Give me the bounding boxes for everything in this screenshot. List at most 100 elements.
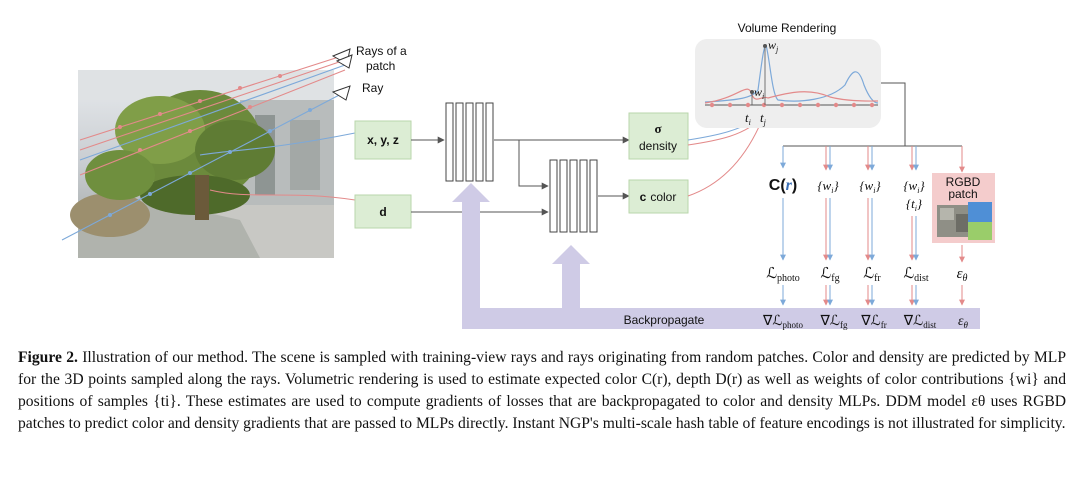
grad-fg: ∇ℒfg	[820, 314, 848, 330]
grad-fg-subscript: fg	[840, 320, 848, 330]
volume-rendering-title: Volume Rendering	[738, 21, 837, 35]
grad-photo-symbol: ℒ	[772, 314, 782, 329]
expected-color-r: r	[786, 177, 793, 194]
color-mlp	[549, 159, 598, 233]
position-input-box	[354, 120, 412, 160]
grad-photo-subscript: photo	[782, 320, 803, 330]
grad-dist: ∇ℒdist	[903, 314, 937, 330]
loss-fr: ℒfr	[863, 266, 881, 284]
grad-fr-nabla: ∇	[860, 314, 871, 329]
grad-ddm: εθ	[958, 314, 969, 330]
color-text: color	[650, 190, 676, 204]
rays	[61, 54, 356, 241]
ddm-model: εθ	[957, 266, 968, 284]
patch-camera-icon	[331, 48, 353, 69]
grad-dist-nabla: ∇	[903, 314, 914, 329]
loss-fr-subscript: fr	[874, 273, 881, 284]
positions-set-close: }	[917, 196, 923, 211]
loss-dist-symbol: ℒ	[903, 266, 914, 282]
grad-fr-symbol: ℒ	[871, 314, 881, 329]
tj-label: tj	[760, 110, 767, 127]
grad-ddm-epsilon: ε	[958, 314, 964, 329]
loss-photo-symbol: ℒ	[766, 266, 777, 282]
ddm-epsilon: ε	[957, 266, 963, 282]
loss-photo: ℒphoto	[766, 266, 800, 284]
tj-symbol: t	[760, 110, 764, 125]
ddm-theta: θ	[963, 273, 968, 284]
grad-ddm-theta: θ	[964, 320, 969, 330]
grad-dist-symbol: ℒ	[913, 314, 923, 329]
grad-dist-subscript: dist	[923, 320, 937, 330]
expected-color-label: C(r)	[769, 177, 797, 194]
rgbd-label-2: patch	[948, 187, 977, 201]
weights-set-1: {wi}	[817, 178, 839, 195]
weights-set-1-open: {w	[817, 178, 831, 193]
volume-rendering-plot	[704, 44, 879, 108]
density-mlp	[445, 102, 494, 182]
rgbd-label: RGBD	[946, 175, 981, 189]
weights-set-3-close: }	[919, 178, 925, 193]
volume-rendering-panel	[695, 39, 881, 128]
sigma-symbol: σ	[654, 121, 661, 136]
ray-camera-icon	[331, 85, 351, 101]
loss-dist: ℒdist	[903, 266, 928, 284]
loss-fg: ℒfg	[820, 266, 839, 284]
direction-input-label: d	[379, 205, 386, 219]
ti-subscript: i	[749, 118, 751, 127]
direction-input-box	[354, 194, 412, 229]
ray-label: Ray	[362, 81, 383, 95]
backpropagate-label: Backpropagate	[624, 313, 705, 327]
wi-subscript: i	[762, 92, 764, 101]
wi-label: wi	[754, 85, 764, 101]
loss-arrows	[780, 198, 965, 306]
weights-set-1-sub: i	[831, 186, 833, 195]
position-input-label: x, y, z	[367, 133, 399, 147]
caption-text: Illustration of our method. The scene is…	[18, 349, 1066, 432]
ti-symbol: t	[745, 110, 749, 125]
positions-set-open: {t	[906, 196, 915, 211]
grad-photo: ∇ℒphoto	[762, 314, 803, 330]
rgbd-patch-image	[937, 202, 992, 240]
density-output-box	[628, 112, 689, 160]
weights-set-2-close: }	[875, 178, 881, 193]
weights-set-2-open: {w	[859, 178, 873, 193]
render-arrows	[687, 117, 763, 197]
grad-fr-subscript: fr	[881, 320, 887, 330]
tj-subscript: j	[763, 118, 767, 127]
estimate-tree	[780, 82, 965, 173]
wi-symbol: w	[754, 85, 762, 99]
color-output-box	[628, 179, 689, 214]
expected-color-c: C(	[769, 177, 787, 194]
scene-photo	[70, 70, 334, 258]
grad-photo-nabla: ∇	[762, 314, 773, 329]
weights-set-2: {wi}	[859, 178, 881, 195]
grad-fg-symbol: ℒ	[830, 314, 840, 329]
density-output-label: density	[639, 139, 677, 153]
weights-set-3-sub: i	[917, 186, 919, 195]
loss-fg-symbol: ℒ	[820, 266, 831, 282]
grad-fg-nabla: ∇	[820, 314, 831, 329]
loss-fg-subscript: fg	[831, 273, 839, 284]
grad-fr: ∇ℒfr	[860, 314, 886, 330]
weights-set-2-sub: i	[873, 186, 875, 195]
wj-symbol: w	[768, 38, 776, 52]
caption-label: Figure 2.	[18, 349, 78, 366]
method-diagram: Rays of a patch Ray x, y, z d σ density …	[61, 21, 995, 330]
color-symbol: c	[640, 190, 647, 204]
backprop-band	[452, 183, 980, 329]
positions-set-sub: i	[915, 204, 917, 213]
expected-color-close: )	[792, 177, 797, 194]
wj-label: wj	[768, 38, 779, 54]
rays-of-patch-label-2: patch	[366, 59, 395, 73]
weights-set-1-close: }	[833, 178, 839, 193]
rays-of-patch-label: Rays of a	[356, 44, 407, 58]
ti-label: ti	[745, 110, 751, 127]
loss-dist-subscript: dist	[914, 273, 929, 284]
positions-set: {ti}	[906, 196, 923, 213]
wj-subscript: j	[775, 45, 779, 54]
loss-fr-symbol: ℒ	[863, 266, 874, 282]
weights-set-3-open: {w	[903, 178, 917, 193]
loss-photo-subscript: photo	[777, 273, 800, 284]
figure-caption: Figure 2. Illustration of our method. Th…	[18, 347, 1066, 435]
